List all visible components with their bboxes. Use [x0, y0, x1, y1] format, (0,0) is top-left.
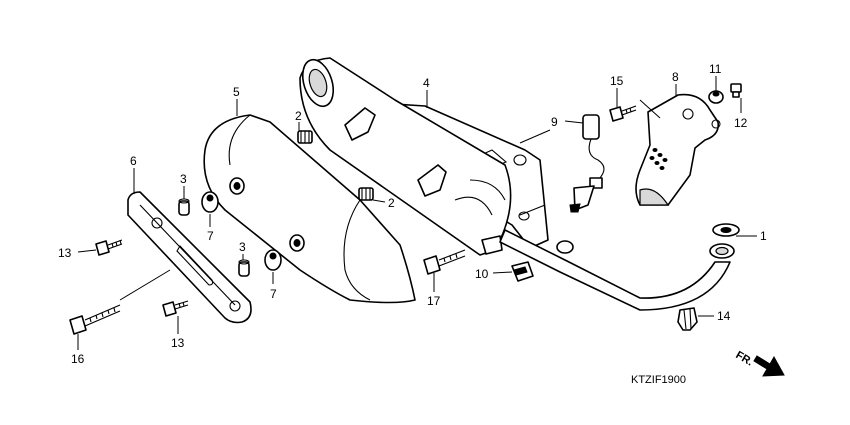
callout-2-lower: 2	[388, 196, 395, 210]
bolt-12	[730, 83, 742, 98]
leader-lines	[77, 76, 757, 350]
pipe-cover	[635, 93, 721, 206]
bolt-17	[423, 249, 466, 275]
collar-upper	[178, 198, 190, 216]
callout-3-upper: 3	[180, 172, 187, 186]
callout-14: 14	[717, 309, 731, 323]
gasket-plate	[127, 191, 252, 324]
direction-label: FR.	[734, 349, 755, 368]
diagram-code: KTZIF1900	[631, 374, 686, 386]
muffler-protector	[203, 114, 416, 304]
bolt-13-lower	[162, 300, 189, 317]
callout-2-upper: 2	[295, 109, 302, 123]
clip	[511, 261, 534, 282]
callout-4: 4	[423, 76, 430, 90]
callout-9: 9	[551, 115, 558, 129]
bushing-upper	[201, 191, 219, 213]
callout-13-upper: 13	[58, 246, 72, 260]
direction-indicator: FR.	[734, 349, 785, 377]
exhaust-pipe	[499, 223, 740, 311]
callout-10: 10	[475, 267, 489, 281]
vent-slots	[649, 148, 668, 170]
bolt-16	[69, 304, 121, 335]
callout-12: 12	[734, 116, 748, 130]
rubber-mount-upper	[297, 130, 313, 144]
arrow-icon	[753, 355, 785, 377]
muffler	[299, 57, 549, 256]
nut-14	[677, 307, 698, 331]
bolt-15	[609, 105, 637, 122]
callout-13-lower: 13	[171, 336, 185, 350]
callout-7-lower: 7	[270, 287, 277, 301]
callout-3-lower: 3	[239, 240, 246, 254]
callout-5: 5	[233, 85, 240, 99]
collar-11	[708, 90, 724, 104]
bolt-13-upper	[95, 239, 123, 256]
callout-7-upper: 7	[207, 229, 214, 243]
callout-1: 1	[760, 229, 767, 243]
callout-6: 6	[130, 154, 137, 168]
bushing-lower	[264, 249, 282, 271]
callout-15: 15	[610, 74, 624, 88]
callout-8: 8	[672, 70, 679, 84]
callout-11: 11	[709, 62, 722, 76]
o2-sensor	[569, 114, 605, 213]
rubber-mount-lower	[358, 187, 374, 201]
callout-16: 16	[71, 352, 85, 366]
callouts: 1 2 2 3 3 4 5 6 7 7 8 9 10 11 12 13 13 1…	[58, 62, 767, 366]
callout-17: 17	[427, 294, 441, 308]
collar-lower	[238, 259, 250, 277]
